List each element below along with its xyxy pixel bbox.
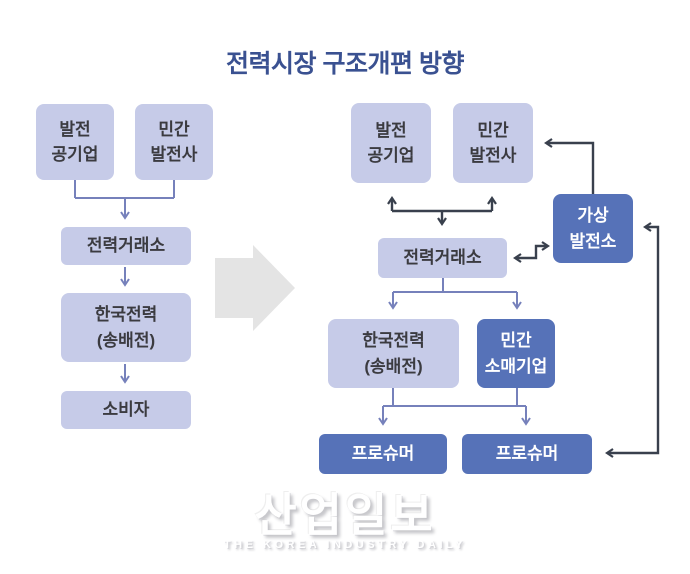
transition-arrow [215,245,295,331]
left-kpx-box: 전력거래소 [61,227,191,265]
left-gen-public-box: 발전 공기업 [36,104,114,180]
kpx-vpp-bidirectional-arrow [513,241,550,263]
watermark-logo: 산업일보 [254,489,436,541]
left-consumer-box: 소비자 [61,391,191,429]
left-merge-connector [74,180,175,199]
diagram-title: 전력시장 구조개편 방향 [226,50,464,78]
right-prosumer-left-box: 프로슈머 [319,434,447,474]
right-purple-connectors [378,278,531,426]
right-gen-public-box: 발전 공기업 [351,103,431,183]
left-gen-private-box: 민간 발전사 [135,104,213,180]
left-connectors [74,180,175,384]
right-bottom-branch [383,388,526,407]
prosumer-vpp-connector [605,222,660,458]
right-kpx-box: 전력거래소 [378,238,507,278]
right-vpp-box: 가상 발전소 [553,194,633,263]
right-private-retail-box: 민간 소매기업 [477,319,555,388]
vpp-to-gen-private-arrow [544,138,595,196]
right-prosumer-right-box: 프로슈머 [462,434,592,474]
left-kepco-box: 한국전력 (송배전) [61,293,191,362]
right-kpx-branch [393,278,517,293]
right-dark-connectors [387,138,660,458]
right-kepco-box: 한국전력 (송배전) [328,319,459,388]
right-gen-private-box: 민간 발전사 [453,103,533,183]
watermark-tagline: THE KOREA INDUSTRY DAILY [223,539,467,551]
watermark: 산업일보 THE KOREA INDUSTRY DAILY [0,492,690,551]
